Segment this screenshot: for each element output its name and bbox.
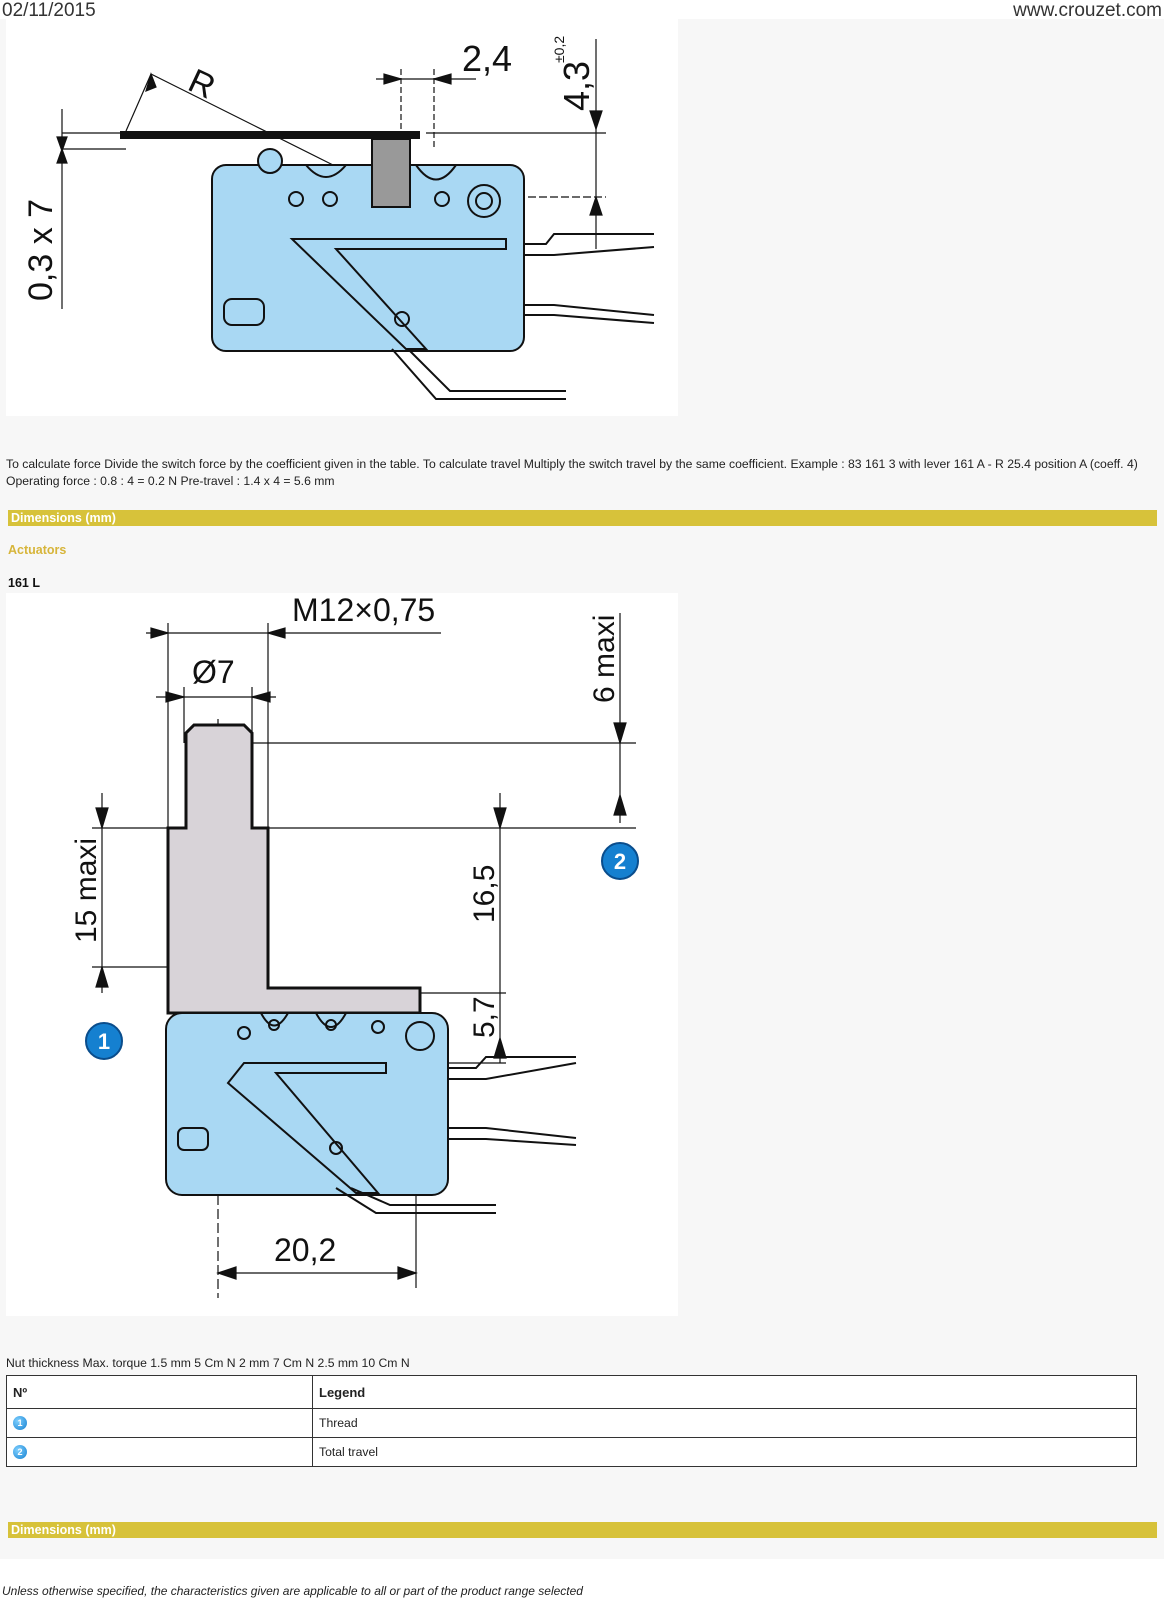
column-header-legend: Legend xyxy=(312,1375,1137,1409)
column-header-number: Nº xyxy=(6,1375,313,1409)
marker-2-badge-icon: 2 xyxy=(13,1445,27,1460)
dim-16-5-label: 16,5 xyxy=(468,865,501,923)
dim-m12-label: M12×0,75 xyxy=(292,593,435,628)
radius-label: R xyxy=(183,62,221,107)
nut-torque-text: Nut thickness Max. torque 1.5 mm 5 Cm N … xyxy=(6,1356,410,1370)
actuator-161l-drawing: M12×0,75 Ø7 6 maxi 15 maxi 16,5 5,7 20,2… xyxy=(6,592,678,1316)
marker-2-icon xyxy=(601,842,639,880)
model-heading: 161 L xyxy=(8,576,40,590)
dim-4-3-label: 4,3 xyxy=(556,61,597,111)
dim-5-7-label: 5,7 xyxy=(468,996,501,1038)
legend-text: Thread xyxy=(312,1408,1137,1438)
table-row: 2 Total travel xyxy=(6,1437,1137,1467)
marker-2-label: 2 xyxy=(614,849,626,874)
section-title: Dimensions (mm) xyxy=(11,511,116,525)
section-title: Dimensions (mm) xyxy=(11,1523,116,1537)
table-row: 1 Thread xyxy=(6,1408,1137,1438)
legend-text: Total travel xyxy=(312,1437,1137,1467)
marker-1-badge-icon: 1 xyxy=(13,1416,27,1431)
dim-6maxi-label: 6 maxi xyxy=(588,615,621,703)
dim-4-3-tolerance: ±0,2 xyxy=(551,36,567,63)
print-date: 02/11/2015 xyxy=(2,0,96,21)
site-url[interactable]: www.crouzet.com xyxy=(1013,0,1162,21)
marker-1-icon xyxy=(85,1022,123,1060)
dim-2-4-label: 2,4 xyxy=(462,38,512,79)
section-header-dimensions-2: Dimensions (mm) xyxy=(8,1522,1157,1538)
dim-20-2-label: 20,2 xyxy=(274,1232,336,1268)
dim-diameter-label: Ø7 xyxy=(192,654,235,690)
legend-table: Nº Legend 1 Thread 2 Total travel xyxy=(6,1375,1137,1467)
marker-1-label: 1 xyxy=(98,1029,110,1054)
calculation-paragraph: To calculate force Divide the switch for… xyxy=(6,457,1138,488)
dim-15maxi-label: 15 maxi xyxy=(70,838,103,943)
legend-marker-cell: 1 xyxy=(6,1408,313,1438)
section-header-dimensions: Dimensions (mm) xyxy=(8,510,1157,526)
dim-0-3x7-label: 0,3 x 7 xyxy=(22,199,60,301)
actuators-heading: Actuators xyxy=(8,543,67,557)
legend-marker-cell: 2 xyxy=(6,1437,313,1467)
legend-header-row: Nº Legend xyxy=(6,1375,1137,1409)
footer-disclaimer: Unless otherwise specified, the characte… xyxy=(2,1584,583,1598)
lever-switch-drawing: 2,4 R 4,3 ±0,2 0,3 x 7 xyxy=(6,19,678,416)
